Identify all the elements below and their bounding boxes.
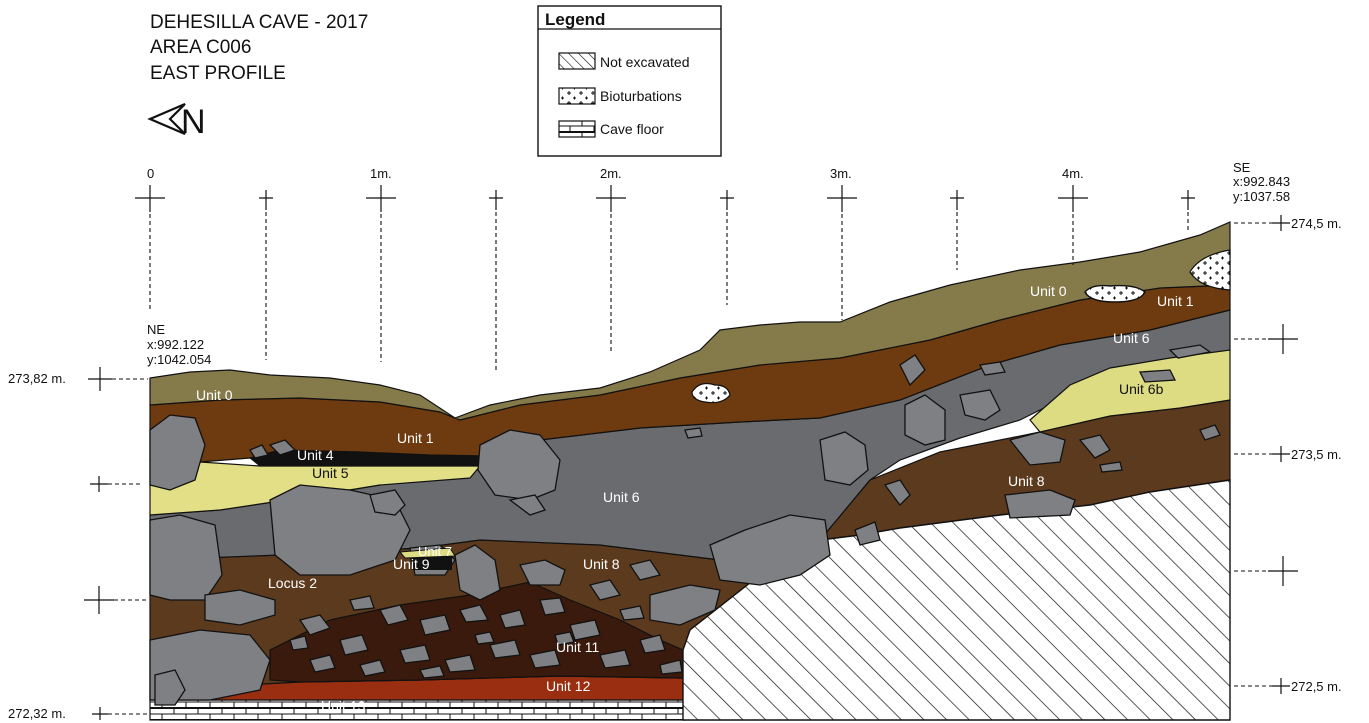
label-unit-6b: Unit 6b: [1119, 381, 1164, 397]
north-arrow-icon: N: [147, 102, 206, 141]
elevation-left-top: 273,82 m.: [8, 371, 66, 386]
label-unit-6-center: Unit 6: [603, 489, 640, 505]
unit-9-layer: [410, 556, 452, 570]
elevation-right-mid: 273,5 m.: [1291, 447, 1342, 462]
elevation-right-top: 274,5 m.: [1291, 216, 1342, 231]
scale-grid: 0 1m. 2m. 3m. 4m.: [135, 166, 1195, 370]
legend: Legend Not excavated Bioturbations Cave …: [537, 5, 722, 157]
scale-label-0: 0: [147, 166, 154, 181]
label-unit-0-left: Unit 0: [196, 387, 233, 403]
unit-7-layer: [398, 547, 456, 559]
legend-label-not-excavated: Not excavated: [600, 54, 690, 70]
scale-label-3m: 3m.: [830, 166, 852, 181]
bioturbation-1: [691, 382, 731, 404]
ne-x: x:992.122: [147, 337, 204, 352]
label-unit-1-right: Unit 1: [1157, 293, 1194, 309]
elevation-right-bottom: 272,5 m.: [1291, 679, 1342, 694]
title-line-2: AREA C006: [150, 37, 251, 58]
label-locus-2: Locus 2: [268, 575, 317, 591]
unit-0-layer: [149, 221, 1231, 421]
title-line-1: DEHESILLA CAVE - 2017: [150, 12, 368, 33]
label-unit-4: Unit 4: [297, 447, 334, 463]
legend-swatch-cave-floor: [558, 120, 596, 138]
cave-floor-layer: [149, 699, 686, 721]
legend-title: Legend: [545, 10, 605, 29]
se-corner: SE x:992.843 y:1037.58: [1233, 160, 1290, 204]
north-arrow-label: N: [181, 103, 206, 141]
bioturbation-3: [1189, 249, 1231, 291]
label-unit-1-left: Unit 1: [397, 430, 434, 446]
rocks: [149, 344, 1221, 706]
se-y: y:1037.58: [1233, 189, 1290, 204]
title-block: DEHESILLA CAVE - 2017 AREA C006 EAST PRO…: [150, 12, 368, 84]
unit-6b-layer: [1029, 349, 1231, 433]
left-elevations: 273,82 m. 272,32 m.: [8, 367, 148, 721]
label-unit-12: Unit 12: [546, 678, 591, 694]
right-elevations: 274,5 m. 273,5 m. 272,5 m.: [1234, 215, 1342, 694]
profile-section: [149, 221, 1231, 721]
legend-swatch-not-excavated: [558, 52, 596, 70]
label-unit-5: Unit 5: [312, 465, 349, 481]
ne-corner: NE x:992.122 y:1042.054: [147, 322, 211, 367]
label-unit-8-right: Unit 8: [1008, 473, 1045, 489]
ne-y: y:1042.054: [147, 352, 211, 367]
se-label: SE: [1233, 160, 1251, 175]
scale-label-2m: 2m.: [600, 166, 622, 181]
label-unit-9: Unit 9: [393, 556, 430, 572]
label-unit-0-right: Unit 0: [1030, 283, 1067, 299]
label-unit-11: Unit 11: [556, 639, 600, 655]
ne-label: NE: [147, 322, 165, 337]
elevation-left-bottom: 272,32 m.: [8, 706, 66, 721]
bioturbation-2: [1084, 284, 1146, 303]
label-unit-6-right: Unit 6: [1113, 330, 1150, 346]
label-unit-13: Unit 13: [321, 698, 366, 714]
scale-label-1m: 1m.: [370, 166, 392, 181]
label-unit-8-center: Unit 8: [583, 556, 620, 572]
se-x: x:992.843: [1233, 174, 1290, 189]
unit-labels: Unit 0 Unit 0 Unit 1 Unit 1 Unit 4 Unit …: [196, 283, 1194, 714]
label-unit-7: Unit 7: [418, 544, 452, 559]
scale-label-4m: 4m.: [1062, 166, 1084, 181]
legend-swatch-bioturbations: [558, 87, 596, 105]
legend-label-bioturbations: Bioturbations: [600, 88, 682, 104]
title-line-3: EAST PROFILE: [150, 63, 286, 84]
legend-label-cave-floor: Cave floor: [600, 121, 664, 137]
